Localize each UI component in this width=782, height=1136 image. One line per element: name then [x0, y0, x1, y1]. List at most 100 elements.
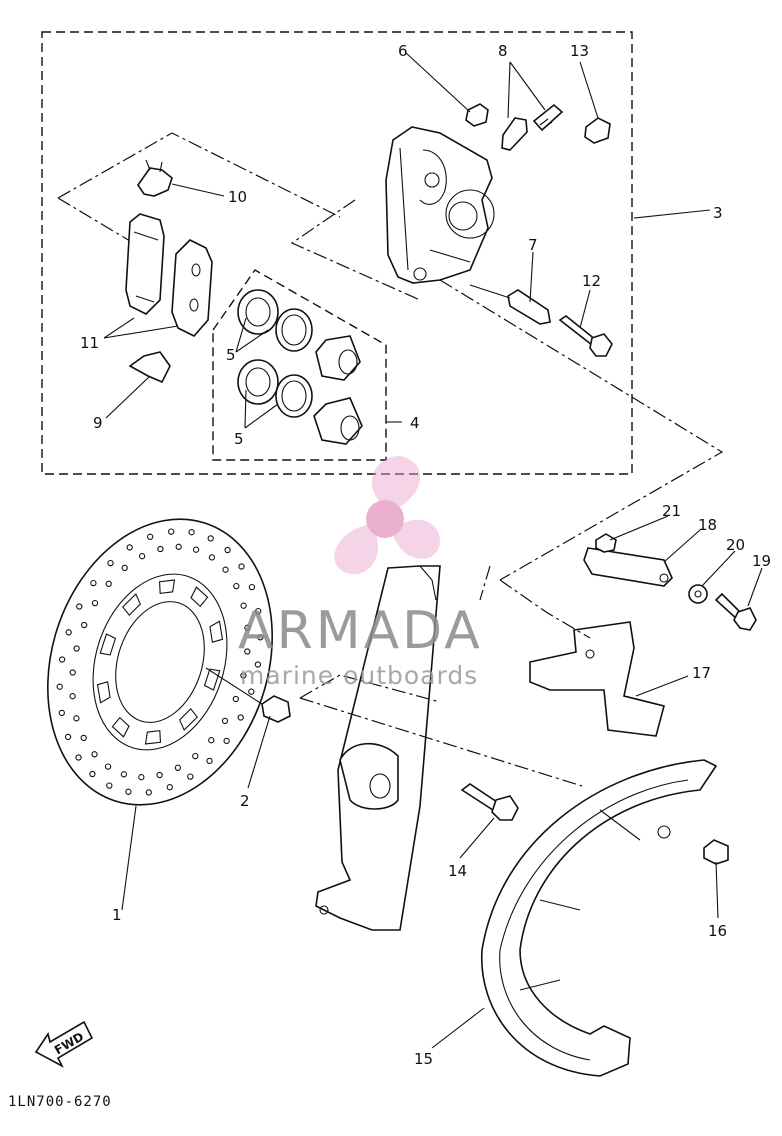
- disc-drill-hole: [145, 789, 152, 796]
- callout-16: 16: [708, 922, 727, 940]
- disc-drill-hole: [81, 621, 88, 629]
- pad-spring-top: [137, 159, 173, 197]
- callout-7: 7: [528, 236, 538, 254]
- disc-drill-hole: [248, 583, 256, 591]
- disc-drill-hole: [106, 782, 113, 789]
- disc-drill-hole: [192, 546, 200, 553]
- clamp-washer: [688, 584, 708, 604]
- seal-kit-box: [212, 269, 387, 461]
- disc-drill-hole: [206, 757, 213, 765]
- disc-drill-hole: [147, 533, 154, 540]
- disc-slot: [96, 681, 111, 704]
- disc-drill-hole: [257, 634, 264, 641]
- disc-drill-hole: [65, 629, 72, 636]
- disc-drill-hole: [104, 763, 112, 770]
- brake-pads: [125, 213, 213, 337]
- hose-guide: [529, 621, 665, 737]
- callout-18: 18: [698, 516, 717, 534]
- disc-drill-hole: [248, 688, 255, 695]
- disc-slot: [190, 586, 209, 608]
- disc-drill-hole: [91, 599, 99, 607]
- clamp-screw: [714, 592, 757, 631]
- diagram-code: 1LN700-6270: [8, 1094, 112, 1110]
- caliper-cap: [584, 117, 611, 144]
- disc-drill-hole: [233, 582, 240, 590]
- disc-drill-hole: [120, 771, 128, 778]
- disc-drill-hole: [69, 669, 76, 676]
- disc-drill-hole: [89, 770, 96, 778]
- leader-lines: [103, 51, 763, 1049]
- disc-slot: [99, 633, 117, 656]
- watermark: ARMADA marine outboards: [238, 456, 483, 690]
- alignment-lines: [299, 279, 724, 787]
- caliper-bolt: [558, 315, 613, 357]
- disc-drill-hole: [121, 564, 128, 572]
- disc-drill-hole: [208, 737, 215, 744]
- bleeder-cap: [465, 103, 489, 127]
- disc-drill-hole: [166, 784, 173, 791]
- callout-labels: 1 2 3 4 5 5 6 7 8 9 10 11 12 13 14 15 16…: [80, 42, 771, 1068]
- disc-drill-hole: [240, 602, 247, 609]
- disc-drill-hole: [105, 580, 112, 587]
- callout-5b: 5: [234, 430, 244, 448]
- callout-12: 12: [582, 272, 601, 290]
- disc-drill-hole: [221, 717, 229, 725]
- callout-9: 9: [93, 414, 103, 432]
- disc-slot: [144, 730, 162, 745]
- disc-drill-hole: [240, 672, 247, 679]
- disc-drill-hole: [208, 554, 216, 561]
- disc-drill-hole: [73, 715, 80, 722]
- disc-drill-hole: [75, 754, 82, 761]
- disc-slot: [158, 579, 176, 594]
- callout-11: 11: [80, 334, 99, 352]
- pad-group-lines: [57, 132, 421, 301]
- fork-bolt: [460, 783, 519, 821]
- callout-2: 2: [240, 792, 250, 810]
- callout-3: 3: [713, 204, 723, 222]
- disc-cover: [481, 759, 718, 1077]
- disc-slot: [203, 668, 221, 691]
- watermark-tagline: marine outboards: [240, 661, 478, 690]
- disc-bolt: [205, 667, 291, 723]
- fwd-arrow: FWD: [34, 1020, 94, 1068]
- disc-drill-hole: [107, 559, 114, 567]
- disc-drill-hole: [157, 545, 164, 553]
- callout-20: 20: [726, 536, 745, 554]
- caliper-pin: [469, 284, 551, 325]
- disc-drill-hole: [56, 683, 63, 690]
- hose-clamp: [583, 547, 673, 587]
- disc-slot: [122, 593, 141, 617]
- callout-15: 15: [414, 1050, 433, 1068]
- watermark-brand: ARMADA: [238, 601, 483, 661]
- disc-drill-hole: [192, 752, 199, 760]
- disc-drill-hole: [126, 544, 133, 551]
- disc-drill-hole: [90, 579, 97, 587]
- disc-drill-hole: [175, 543, 182, 550]
- propeller-logo-icon: [334, 456, 440, 575]
- disc-drill-hole: [125, 788, 132, 795]
- disc-drill-hole: [255, 607, 262, 615]
- disc-drill-hole: [232, 695, 239, 703]
- disc-slot: [111, 716, 130, 738]
- disc-drill-hole: [91, 751, 98, 758]
- callout-14: 14: [448, 862, 467, 880]
- callout-6: 6: [398, 42, 408, 60]
- callout-1: 1: [112, 906, 122, 924]
- cover-screw: [703, 839, 729, 865]
- disc-drill-hole: [76, 603, 83, 610]
- disc-drill-hole: [187, 773, 194, 780]
- disc-drill-hole: [156, 771, 163, 779]
- caliper-pistons: [313, 335, 363, 445]
- callout-13: 13: [570, 42, 589, 60]
- disc-drill-hole: [238, 563, 245, 570]
- disc-drill-hole: [237, 714, 244, 721]
- callout-8: 8: [498, 42, 508, 60]
- disc-drill-hole: [207, 535, 214, 542]
- disc-drill-hole: [138, 774, 145, 781]
- disc-drill-hole: [222, 566, 229, 573]
- disc-drill-hole: [223, 737, 230, 745]
- callout-21: 21: [662, 502, 681, 520]
- disc-drill-hole: [73, 645, 80, 652]
- fork-leg: [315, 565, 441, 931]
